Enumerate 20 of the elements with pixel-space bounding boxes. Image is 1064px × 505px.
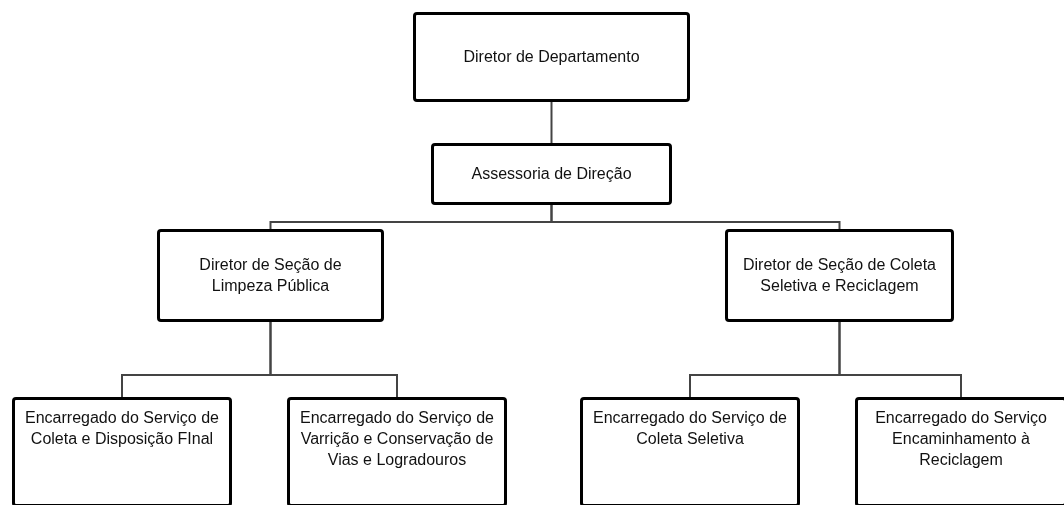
org-box (855, 397, 1064, 505)
org-box (725, 229, 954, 322)
org-box (157, 229, 384, 322)
org-box (12, 397, 232, 505)
role-title: Encarregado do Serviço Encaminhamento à Reciclagem (874, 408, 1048, 470)
role-title: Diretor de Departamento (463, 46, 640, 67)
connector-line (269, 321, 398, 398)
org-box (413, 12, 690, 102)
role-title: Encarregado do Serviço de Coleta Seletiva (592, 408, 788, 449)
role-title: Assessoria de Direção (471, 163, 632, 184)
role-title: Diretor de Seção de Coleta Seletiva e Reciclagem (742, 254, 937, 296)
connector-line (550, 101, 553, 144)
org-box (431, 143, 672, 205)
role-title: Diretor de Seção de Limpeza Pública (198, 254, 343, 296)
connector-line (550, 204, 841, 230)
connector-line (838, 321, 962, 398)
role-title: Encarregado do Serviço de Coleta e Disposição FInal (24, 408, 220, 449)
org-box (580, 397, 800, 505)
role-title: Encarregado do Serviço de Varrição e Conservação de Vias e Logradouros (299, 408, 495, 470)
org-box (287, 397, 507, 505)
